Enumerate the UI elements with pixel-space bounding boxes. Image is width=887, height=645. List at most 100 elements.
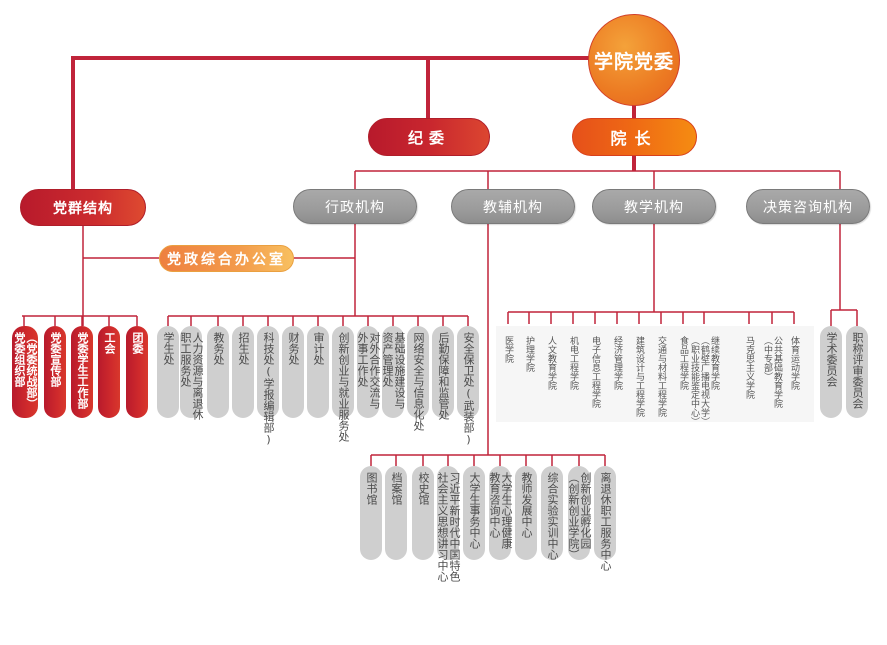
admin-unit-9-label: 对外合作交流与 <box>368 332 381 409</box>
admin-unit-11-label: 网络安全与信息化处 <box>412 332 425 431</box>
admin-unit-2-label: 人力资源与离退休 <box>191 332 204 420</box>
party-unit-organization-sub: （党委统战部） <box>25 332 38 409</box>
admin-unit-10[interactable]: 资产管理处基础设施建设与 <box>381 326 406 418</box>
root-label: 学院党委 <box>593 50 674 73</box>
party-unit-organization-label: 党委组织部 <box>13 332 26 387</box>
admin-unit-6-label: 财务处 <box>287 332 300 365</box>
discipline-label: 纪委 <box>407 128 450 147</box>
president-label: 院长 <box>610 129 659 148</box>
teaching-unit-5-label: 电子信息工程学院 <box>590 336 600 408</box>
support-unit-3-label: 校史馆 <box>417 472 430 505</box>
support-unit-2-label: 档案馆 <box>390 472 403 505</box>
admin-unit-2[interactable]: 职工服务处人力资源与离退休 <box>179 326 204 420</box>
general-office-node[interactable]: 党政综合办公室 <box>159 245 294 272</box>
admin-unit-7-label: 审计处 <box>312 332 325 365</box>
support-unit-8[interactable]: 综合实验实训中心 <box>541 466 563 560</box>
party-unit-student-work[interactable]: 党委学生工作部 <box>71 326 93 418</box>
president-node[interactable]: 院长 <box>572 118 697 156</box>
party-structure-label: 党群结构 <box>53 200 113 217</box>
admin-unit-5[interactable]: 科技处(学报编辑部) <box>257 326 279 446</box>
support-unit-6-sub: 教育咨询中心 <box>488 472 501 538</box>
support-unit-8-label: 综合实验实训中心 <box>546 472 559 560</box>
admin-unit-1[interactable]: 学生处 <box>157 326 179 418</box>
teaching-unit-6-label: 经济管理学院 <box>612 336 622 390</box>
admin-unit-8[interactable]: 创新创业与就业服务处 <box>332 326 354 442</box>
teaching-unit-10-sub2: （职业技能鉴定中心） <box>689 336 699 426</box>
teaching-unit-4[interactable]: 机电工程学院 <box>563 330 583 418</box>
party-unit-youth-league-label: 团委 <box>131 332 144 354</box>
party-unit-publicity[interactable]: 党委宣传部 <box>44 326 66 418</box>
support-unit-10[interactable]: 离退休职工服务中心 <box>594 466 616 571</box>
admin-unit-10-sub: 资产管理处 <box>381 332 394 387</box>
support-unit-5-label: 大学生事务中心 <box>468 472 481 549</box>
discipline-committee-node[interactable]: 纪委 <box>368 118 490 156</box>
teaching-unit-10-sub: （鹤壁广播电视大学） <box>699 336 709 426</box>
teaching-unit-11[interactable]: 马克思主义学院 <box>739 330 759 418</box>
teaching-unit-9[interactable]: 食品工程学院 <box>673 330 693 418</box>
teaching-unit-3-label: 人文教育学院 <box>546 336 556 390</box>
support-unit-2[interactable]: 档案馆 <box>385 466 407 560</box>
teaching-unit-13[interactable]: 体育运动学院 <box>784 330 804 418</box>
admin-unit-9[interactable]: 外事工作处对外合作交流与 <box>356 326 381 418</box>
admin-unit-11[interactable]: 网络安全与信息化处 <box>407 326 429 431</box>
support-unit-9[interactable]: （创新创业学院）创新创业孵化园 <box>567 466 592 560</box>
support-unit-4[interactable]: 社会主义思想讲习中心习近平新时代中国特色 <box>436 466 461 582</box>
advisory-unit-2[interactable]: 职称评审委员会 <box>846 326 868 418</box>
admin-unit-1-label: 学生处 <box>162 332 175 365</box>
teaching-unit-8[interactable]: 交通与材料工程学院 <box>651 330 671 418</box>
support-unit-1[interactable]: 图书馆 <box>360 466 382 560</box>
admin-unit-12[interactable]: 后勤保障和监管处 <box>432 326 454 420</box>
support-unit-6-label: 大学生心理健康 <box>500 472 513 549</box>
teaching-unit-9-label: 食品工程学院 <box>678 336 688 390</box>
teaching-unit-12-sub: （中专部） <box>762 336 772 381</box>
support-unit-3[interactable]: 校史馆 <box>412 466 434 560</box>
category-support-label: 教辅机构 <box>483 199 543 216</box>
general-office-label: 党政综合办公室 <box>167 251 286 268</box>
support-unit-6[interactable]: 教育咨询中心大学生心理健康 <box>488 466 513 560</box>
admin-unit-6[interactable]: 财务处 <box>282 326 304 418</box>
teaching-unit-10[interactable]: （职业技能鉴定中心）（鹤壁广播电视大学）继续教育学院 <box>689 330 719 426</box>
teaching-unit-2[interactable]: 护理学院 <box>519 330 539 418</box>
teaching-unit-3[interactable]: 人文教育学院 <box>541 330 561 418</box>
support-unit-10-label: 离退休职工服务中心 <box>599 472 612 571</box>
party-unit-union[interactable]: 工会 <box>98 326 120 418</box>
admin-unit-4[interactable]: 招生处 <box>232 326 254 418</box>
party-unit-union-label: 工会 <box>103 332 116 354</box>
advisory-unit-1[interactable]: 学术委员会 <box>820 326 842 418</box>
admin-unit-3-label: 教务处 <box>212 332 225 365</box>
category-admin-label: 行政机构 <box>325 199 385 216</box>
teaching-unit-7[interactable]: 建筑设计与工程学院 <box>629 330 649 418</box>
category-support-node[interactable]: 教辅机构 <box>451 189 575 224</box>
teaching-unit-2-label: 护理学院 <box>524 336 534 372</box>
party-structure-node[interactable]: 党群结构 <box>20 189 146 226</box>
category-advisory-node[interactable]: 决策咨询机构 <box>746 189 870 224</box>
teaching-unit-8-label: 交通与材料工程学院 <box>656 336 666 417</box>
category-teaching-node[interactable]: 教学机构 <box>592 189 716 224</box>
party-unit-publicity-label: 党委宣传部 <box>49 332 62 387</box>
teaching-unit-1[interactable]: 医学院 <box>498 330 518 418</box>
admin-unit-9-sub: 外事工作处 <box>356 332 369 387</box>
support-unit-7[interactable]: 教师发展中心 <box>515 466 537 560</box>
support-unit-1-label: 图书馆 <box>365 472 378 505</box>
teaching-unit-10-label: 继续教育学院 <box>709 336 719 390</box>
support-unit-5[interactable]: 大学生事务中心 <box>463 466 485 560</box>
teaching-unit-6[interactable]: 经济管理学院 <box>607 330 627 418</box>
admin-unit-7[interactable]: 审计处 <box>307 326 329 418</box>
teaching-unit-1-label: 医学院 <box>503 336 513 363</box>
advisory-unit-2-label: 职称评审委员会 <box>851 332 864 409</box>
teaching-unit-12[interactable]: （中专部）公共基础教育学院 <box>762 330 782 418</box>
teaching-unit-5[interactable]: 电子信息工程学院 <box>585 330 605 418</box>
admin-unit-13[interactable]: 安全保卫处(武装部) <box>457 326 479 446</box>
support-unit-7-label: 教师发展中心 <box>520 472 533 538</box>
admin-unit-3[interactable]: 教务处 <box>207 326 229 418</box>
party-unit-youth-league[interactable]: 团委 <box>126 326 148 418</box>
admin-unit-13-label: 安全保卫处(武装部) <box>462 332 475 446</box>
admin-unit-5-label: 科技处(学报编辑部) <box>262 332 275 446</box>
root-party-committee-node[interactable]: 学院党委 <box>588 14 680 106</box>
support-unit-4-sub: 社会主义思想讲习中心 <box>436 472 449 582</box>
support-unit-9-sub: （创新创业学院） <box>567 472 580 560</box>
category-admin-node[interactable]: 行政机构 <box>293 189 417 224</box>
party-unit-organization[interactable]: 党委组织部 （党委统战部） <box>12 326 38 418</box>
party-unit-student-work-label: 党委学生工作部 <box>76 332 89 409</box>
